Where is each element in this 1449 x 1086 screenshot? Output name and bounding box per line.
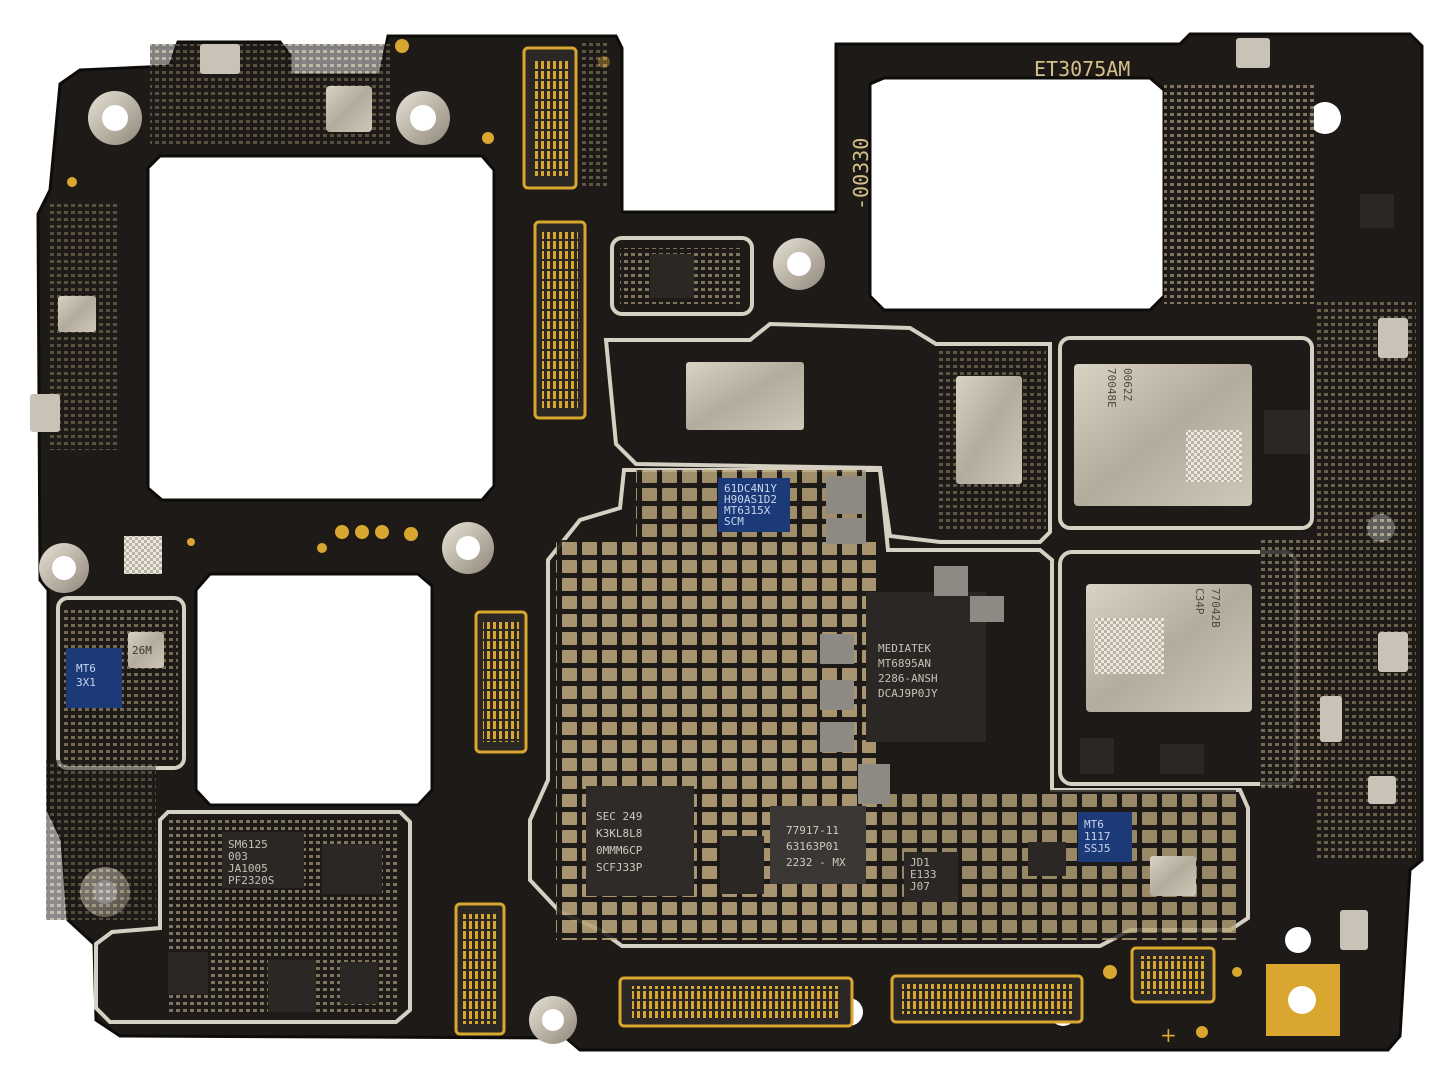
svg-text:DCAJ9P0JY: DCAJ9P0JY [878,687,938,700]
svg-text:JA1005: JA1005 [228,862,268,875]
svg-text:MT6895AN: MT6895AN [878,657,931,670]
svg-text:SCFJ33P: SCFJ33P [596,861,643,874]
rf-module-top: 70048E 0062Z [1074,364,1252,506]
mediatek-soc: MEDIATEK MT6895AN 2286-ANSH DCAJ9P0JY [866,592,986,742]
svg-text:MEDIATEK: MEDIATEK [878,642,931,655]
svg-text:H90AS1D2: H90AS1D2 [724,493,777,506]
svg-text:0062Z: 0062Z [1121,368,1134,401]
svg-text:MT6: MT6 [76,662,96,675]
mounting-hole-group [39,91,1395,1044]
svg-text:3X1: 3X1 [76,676,96,689]
svg-text:61DC4N1Y: 61DC4N1Y [724,482,777,495]
svg-text:SSJ5: SSJ5 [1084,842,1111,855]
board-vertical-marking: -00330 [849,138,873,210]
memory-chip: SEC 249 K3KL8L8 0MMM6CP SCFJ33P [586,786,694,896]
silver-components [58,86,1196,896]
dark-ics [168,194,1394,1012]
svg-text:MT6: MT6 [1084,818,1104,831]
grey-blocks [820,476,1004,804]
mounting-hole [1288,986,1316,1014]
svg-text:J07: J07 [910,880,930,893]
shield-frames [56,236,1314,1024]
chip-line: DCAJ9P0JY [878,687,938,700]
board-model-marking: ET3075AM [1034,57,1130,81]
side-switches [30,38,1408,950]
svg-text:SEC 249: SEC 249 [596,810,642,823]
svg-text:0MMM6CP: 0MMM6CP [596,844,643,857]
svg-text:2286-ANSH: 2286-ANSH [878,672,938,685]
svg-text:003: 003 [228,850,248,863]
mounting-hole [102,105,128,131]
mounting-hole [542,1009,564,1031]
blue-chip-right: MT6 1117 SSJ5 [1078,812,1132,862]
svg-text:1117: 1117 [1084,830,1111,843]
mounting-hole [410,105,436,131]
svg-text:26M: 26M [132,644,152,657]
svg-text:C34P: C34P [1193,588,1206,615]
svg-text:63163P01: 63163P01 [786,840,839,853]
svg-text:SCM: SCM [724,515,744,528]
svg-text:JD1: JD1 [910,856,930,869]
svg-text:MT6315X: MT6315X [724,504,771,517]
mounting-hole [456,536,480,560]
svg-text:PF2320S: PF2320S [228,874,274,887]
chip-line: 2286-ANSH [878,672,938,685]
mounting-hole [1285,927,1311,953]
chip-line: MEDIATEK [878,642,931,655]
pmic-chip: SM6125 003 JA1005 PF2320S [222,832,304,888]
svg-text:SM6125: SM6125 [228,838,268,851]
svg-text:2232 - MX: 2232 - MX [786,856,846,869]
blue-chip-top: 61DC4N1Y H90AS1D2 MT6315X SCM [718,478,790,532]
qr-code [124,536,162,574]
rf-module-right: 77042B C34P [1086,584,1252,712]
plus-marking: + [1160,1023,1177,1047]
blue-chip-left: MT6 3X1 [66,648,122,708]
svg-text:77917-11: 77917-11 [786,824,839,837]
svg-text:70048E: 70048E [1105,368,1118,408]
mounting-hole [52,556,76,580]
svg-text:K3KL8L8: K3KL8L8 [596,827,642,840]
chip-line: MT6895AN [878,657,931,670]
svg-text:77042B: 77042B [1209,588,1222,628]
crystal-oscillator: 26M [132,644,152,657]
small-chip: JD1 E133 J07 [904,852,958,902]
rf-frontend-chip: 77917-11 63163P01 2232 - MX [770,806,866,884]
connectors [454,46,1216,1036]
mounting-hole [787,252,811,276]
svg-text:E133: E133 [910,868,937,881]
mounting-hole [1309,102,1341,134]
